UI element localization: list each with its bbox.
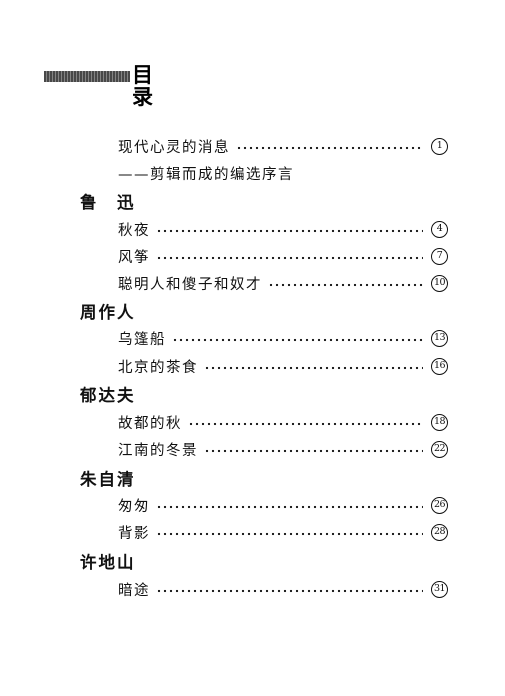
toc-entry[interactable]: 北京的茶食 16 bbox=[118, 355, 448, 377]
author-heading: 郁达夫 bbox=[80, 386, 136, 405]
toc-entry[interactable]: 秋夜 4 bbox=[118, 218, 448, 240]
page-number: 16 bbox=[431, 357, 448, 375]
page-number: 22 bbox=[431, 440, 448, 458]
page-number: 13 bbox=[431, 329, 448, 347]
page-number: 18 bbox=[431, 413, 448, 431]
entry-title: 聪明人和傻子和奴才 bbox=[118, 276, 262, 293]
dot-leader bbox=[156, 229, 423, 233]
entry-title: 秋夜 bbox=[118, 222, 150, 239]
dot-leader bbox=[236, 146, 423, 150]
entry-title: 匆匆 bbox=[118, 498, 150, 515]
page-number: 7 bbox=[431, 247, 448, 265]
toc-entry[interactable]: 聪明人和傻子和奴才 10 bbox=[118, 272, 448, 294]
page-number: 4 bbox=[431, 220, 448, 238]
entry-title: 暗途 bbox=[118, 582, 150, 599]
page-number: 31 bbox=[431, 580, 448, 598]
toc-entry[interactable]: 暗途 31 bbox=[118, 578, 448, 600]
entry-title: 乌篷船 bbox=[118, 331, 166, 348]
toc-entry[interactable]: 江南的冬景 22 bbox=[118, 438, 448, 460]
author-heading: 许地山 bbox=[80, 553, 136, 572]
author-heading: 鲁 迅 bbox=[80, 193, 136, 212]
dot-leader bbox=[172, 338, 423, 342]
page-number: 26 bbox=[431, 496, 448, 514]
entry-title: 背影 bbox=[118, 525, 150, 542]
entry-title: 故都的秋 bbox=[118, 415, 182, 432]
toc-entry[interactable]: 背影 28 bbox=[118, 521, 448, 543]
toc-entry[interactable]: 故都的秋 18 bbox=[118, 411, 448, 433]
preface-subtitle: ——剪辑而成的编选序言 bbox=[118, 166, 294, 183]
entry-title: 现代心灵的消息 bbox=[118, 139, 230, 156]
dot-leader bbox=[188, 422, 423, 426]
heading-decorative-bar bbox=[44, 71, 194, 82]
author-heading: 朱自清 bbox=[80, 470, 136, 489]
page-number: 28 bbox=[431, 523, 448, 541]
page-number: 1 bbox=[431, 137, 448, 155]
dot-leader bbox=[156, 505, 423, 509]
page-title: 目 录 bbox=[130, 64, 194, 108]
toc-entry-preface[interactable]: 现代心灵的消息 1 bbox=[118, 135, 448, 157]
entry-title: 北京的茶食 bbox=[118, 359, 198, 376]
author-heading: 周作人 bbox=[80, 303, 136, 322]
dot-leader bbox=[156, 589, 423, 593]
toc-entry[interactable]: 风筝 7 bbox=[118, 245, 448, 267]
toc-heading: 目 录 bbox=[44, 64, 194, 108]
dot-leader bbox=[268, 283, 423, 287]
toc-entry[interactable]: 匆匆 26 bbox=[118, 494, 448, 516]
dot-leader bbox=[204, 366, 423, 370]
toc-entry[interactable]: 乌篷船 13 bbox=[118, 327, 448, 349]
page-number: 10 bbox=[431, 274, 448, 292]
dot-leader bbox=[204, 449, 423, 453]
entry-title: 风筝 bbox=[118, 249, 150, 266]
entry-title: 江南的冬景 bbox=[118, 442, 198, 459]
dot-leader bbox=[156, 532, 423, 536]
dot-leader bbox=[156, 256, 423, 260]
